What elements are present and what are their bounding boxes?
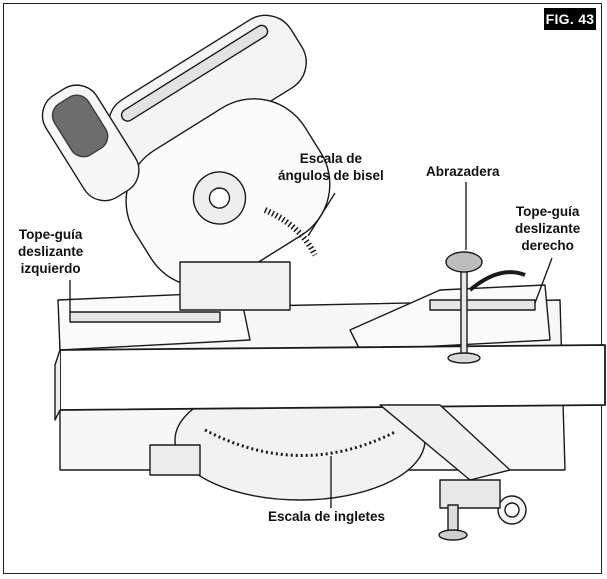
leader-bevel-scale bbox=[307, 192, 336, 237]
label-miter-scale: Escala de ingletes bbox=[268, 509, 386, 524]
label-right-fence: Tope-guía deslizante derecho bbox=[515, 204, 581, 253]
front-rail bbox=[379, 404, 511, 481]
pivot-post bbox=[179, 261, 291, 311]
adjust-screw bbox=[447, 504, 459, 534]
workpiece-board bbox=[59, 344, 606, 411]
miter-scale-arc bbox=[204, 428, 396, 457]
clamp-pad bbox=[447, 352, 481, 364]
left-fence-slot bbox=[69, 311, 221, 323]
left-foot bbox=[149, 444, 201, 476]
right-fence bbox=[349, 284, 551, 351]
label-bevel-scale: Escala de ángulos de bisel bbox=[278, 151, 384, 183]
label-left-fence: Tope-guía deslizante izquierdo bbox=[18, 227, 84, 276]
clamp-rod bbox=[460, 269, 468, 356]
label-clamp: Abrazadera bbox=[426, 164, 500, 179]
clamp-knob bbox=[445, 251, 483, 273]
saw-head bbox=[41, 14, 331, 288]
clamp-arm bbox=[468, 270, 526, 292]
leader-right-fence bbox=[534, 257, 553, 304]
right-fence-slot bbox=[429, 299, 536, 311]
figure-number-badge: FIG. 43 bbox=[544, 8, 596, 30]
